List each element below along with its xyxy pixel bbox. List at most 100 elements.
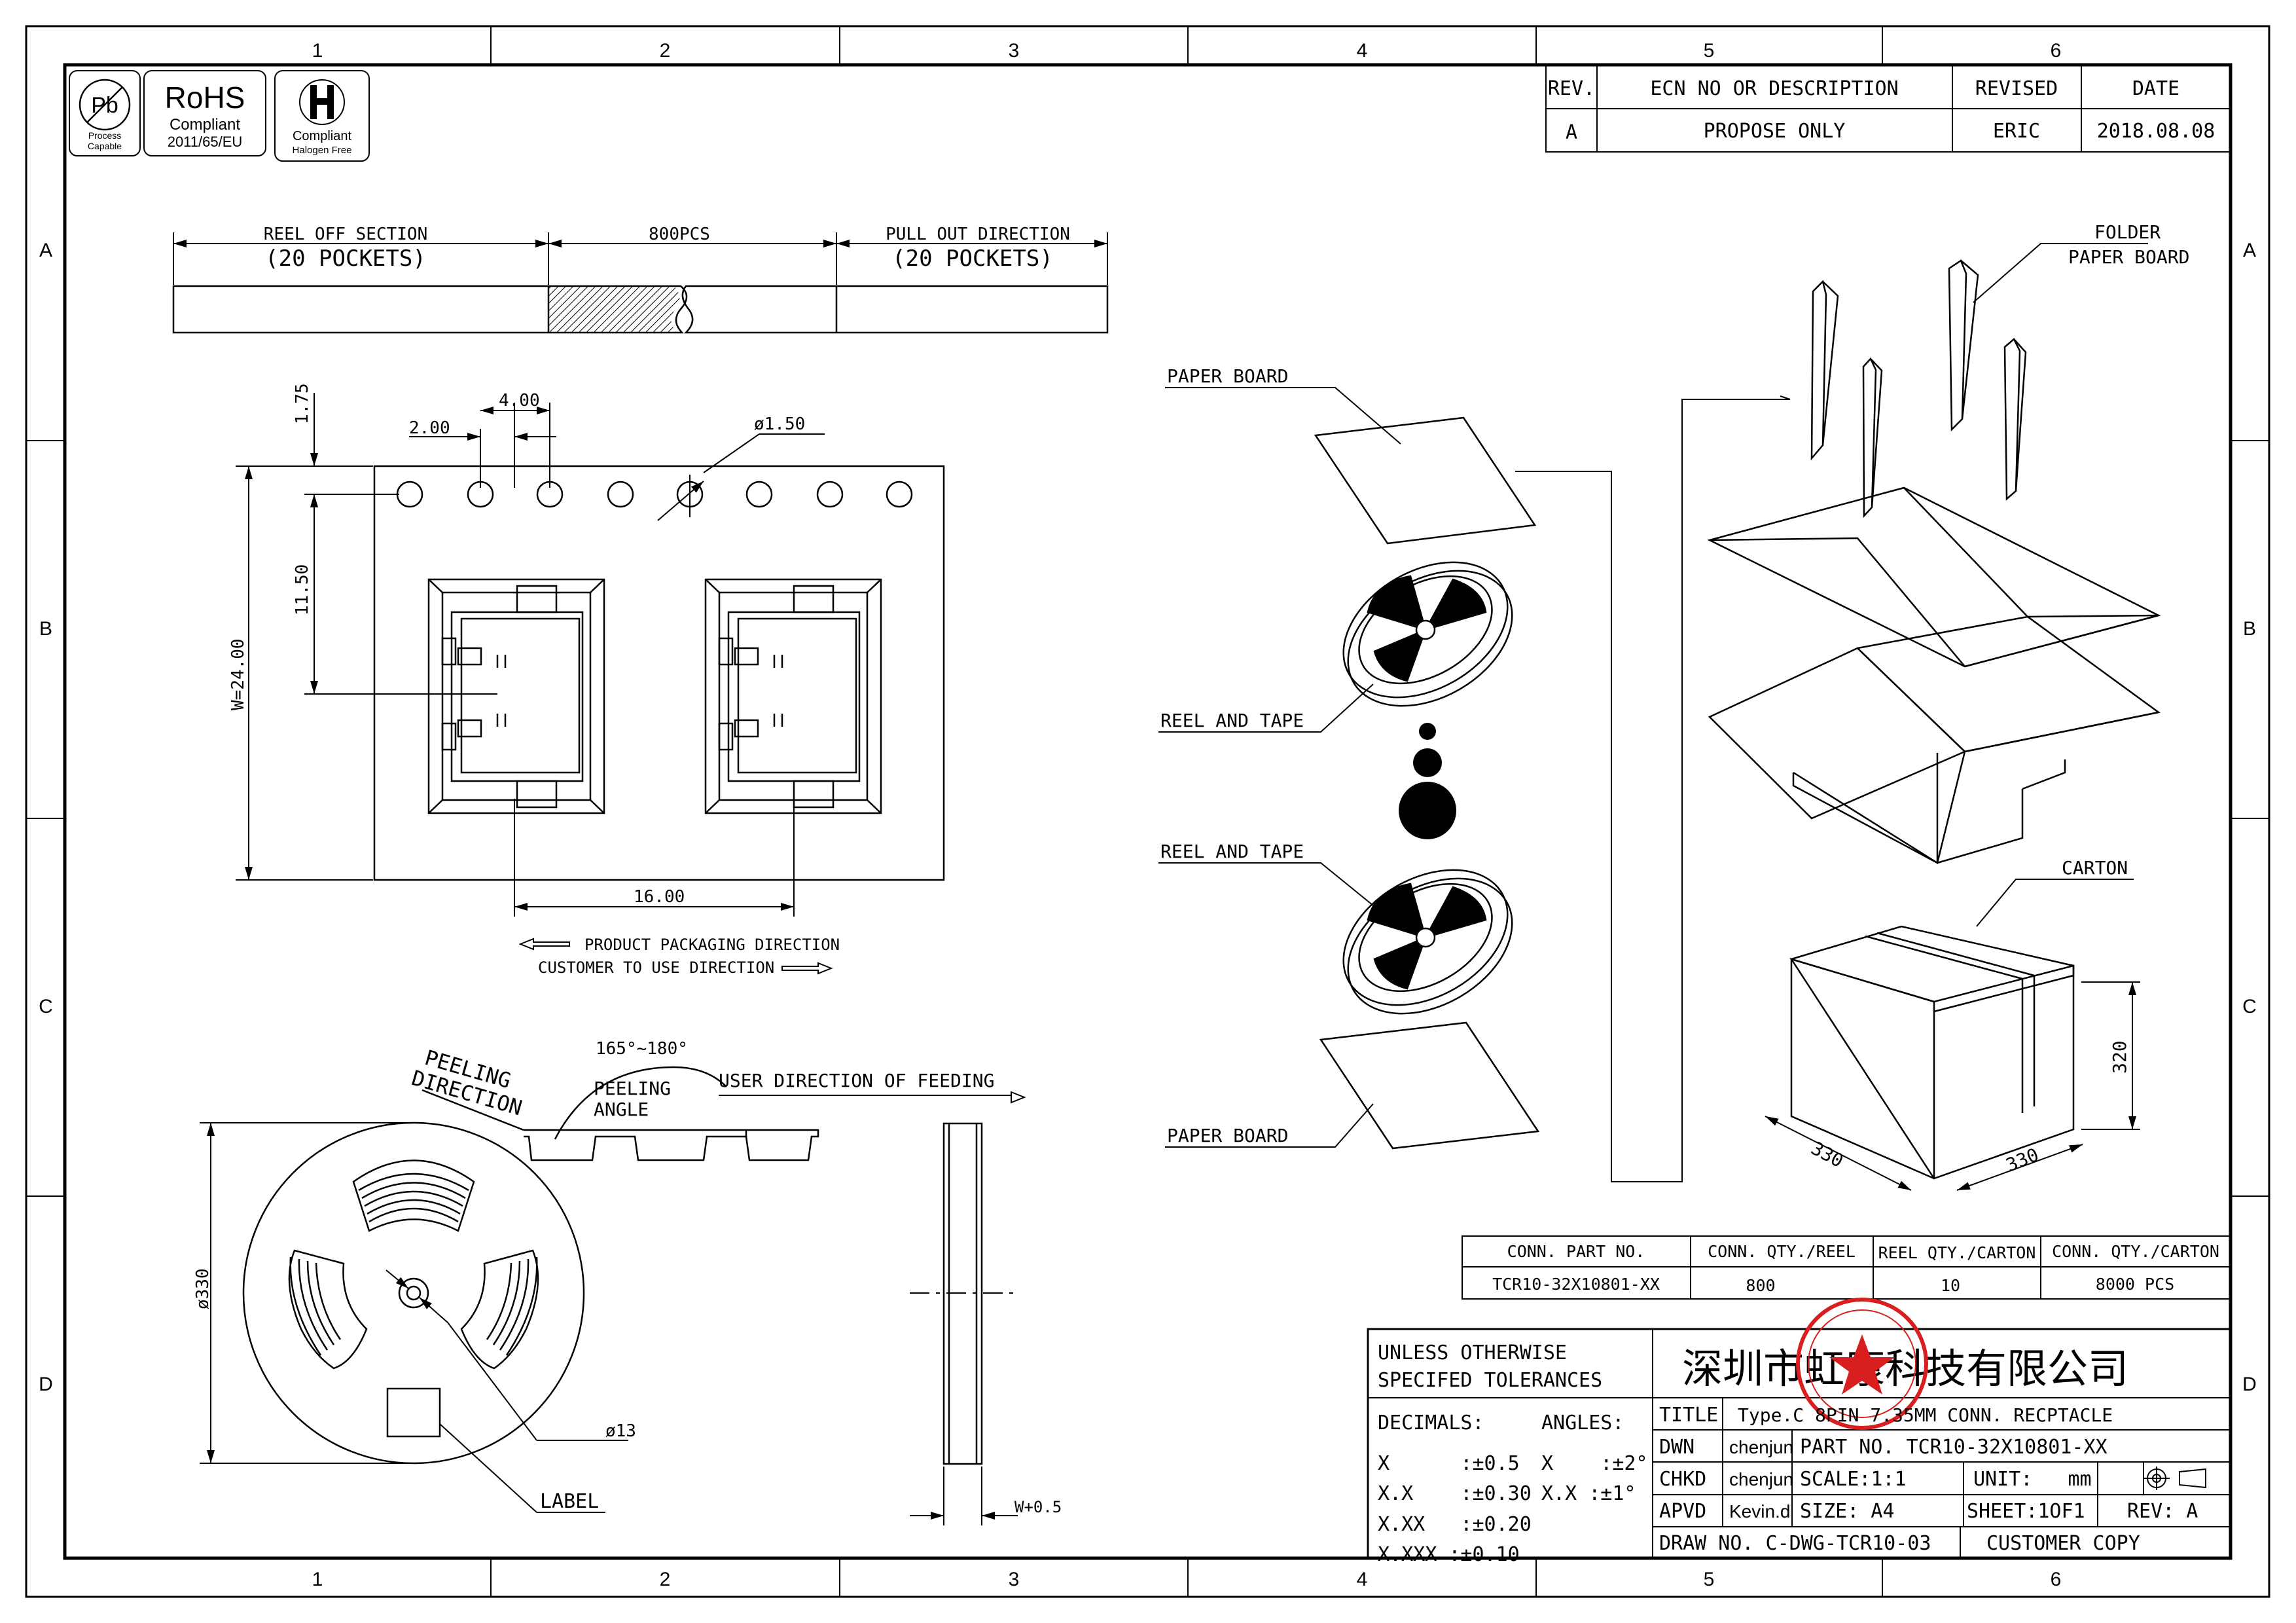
paper-board-bottom	[1319, 1021, 1540, 1150]
folder-label: FOLDER	[2094, 221, 2161, 243]
dim-330: ø330	[193, 1268, 213, 1309]
col-label-bottom: 3	[1009, 1569, 1020, 1590]
svg-text:Halogen Free: Halogen Free	[293, 145, 352, 156]
tol-x: X :±0.5	[1378, 1452, 1520, 1475]
rohs-logo: RoHS Compliant 2011/65/EU	[143, 70, 266, 156]
pull-out-label: PULL OUT DIRECTION	[886, 225, 1070, 244]
apvd-value: Kevin.d	[1729, 1501, 1790, 1522]
pocket-right	[704, 578, 882, 814]
carrier-tape-detail: 4.00 2.00 ø1.50 16.00 1.75 11.50 W=24.00…	[228, 383, 945, 977]
unit-value: UNIT: mm	[1973, 1468, 2092, 1491]
projection-icon	[2144, 1467, 2206, 1490]
row-label-left: A	[39, 240, 52, 261]
part-no: PART NO. TCR10-32X10801-XX	[1800, 1436, 2108, 1459]
size-value: SIZE: A4	[1800, 1500, 1895, 1523]
qty-carton-header: CONN. QTY./CARTON	[2052, 1242, 2219, 1261]
stack-dots	[1399, 723, 1456, 839]
qty-reel-value: 800	[1746, 1276, 1775, 1295]
col-label-bottom: 1	[312, 1569, 323, 1590]
svg-text:PRODUCT PACKAGING DIRECTION: PRODUCT PACKAGING DIRECTION	[584, 936, 840, 954]
qty-reel-header: CONN. QTY./REEL	[1708, 1242, 1856, 1261]
reel-carton-value: 10	[1941, 1276, 1960, 1295]
dim-330-right: 330	[2003, 1144, 2041, 1176]
svg-text:CUSTOMER TO USE DIRECTION: CUSTOMER TO USE DIRECTION	[538, 958, 774, 977]
col-label-top: 6	[2051, 40, 2062, 62]
compliance-logos: Pb Process Capable RoHS Compliant 2011/6…	[69, 70, 370, 162]
paper-board-bottom-label: PAPER BOARD	[1167, 1125, 1288, 1146]
col-label-top: 1	[312, 40, 323, 62]
svg-text:Capable: Capable	[88, 141, 122, 151]
reel-tape-label-1: REEL AND TAPE	[1160, 710, 1304, 731]
angle-label: 165°~180°	[596, 1039, 688, 1059]
qty-carton-value: 8000 PCS	[2096, 1275, 2174, 1294]
rev-value: REV: A	[2127, 1500, 2198, 1523]
company-stamp	[1796, 1298, 1928, 1430]
tol-xxxx: X.XXX :±0.10	[1378, 1543, 1520, 1566]
reel-side-view	[910, 1122, 1018, 1465]
sprocket-holes	[396, 481, 913, 508]
rev-value: A	[1566, 121, 1577, 144]
peeling-angle-2: ANGLE	[594, 1099, 649, 1120]
paper-board-top-label: PAPER BOARD	[1167, 365, 1288, 387]
reel-tape-label-2: REEL AND TAPE	[1160, 841, 1304, 862]
company-name: 深圳市虹康科技有限公司	[1682, 1345, 2128, 1393]
tol-xx: X.X :±0.30	[1378, 1482, 1532, 1505]
direction-notes: PRODUCT PACKAGING DIRECTION CUSTOMER TO …	[518, 936, 840, 977]
pb-logo: Pb Process Capable	[69, 70, 141, 156]
chkd-value: chenjun	[1729, 1469, 1793, 1489]
tolerance-line-2: SPECIFED TOLERANCES	[1378, 1369, 1602, 1392]
pocket-left	[427, 578, 605, 814]
paper-board-top	[1314, 416, 1537, 545]
peeling-detail: PEELING DIRECTION 165°~180° PEELING ANGL…	[409, 1039, 1026, 1161]
col-label-top: 2	[660, 40, 671, 62]
dim-width: W=24.00	[228, 638, 248, 710]
dim-4-00: 4.00	[499, 391, 540, 410]
svg-text:2011/65/EU: 2011/65/EU	[168, 134, 243, 150]
dwn-value: chenjun	[1729, 1437, 1793, 1457]
reel-off-pockets: (20 POCKETS)	[265, 246, 426, 272]
star-icon	[1829, 1334, 1895, 1395]
sheet-value: SHEET:1OF1	[1967, 1500, 2085, 1523]
user-direction: USER DIRECTION OF FEEDING	[719, 1070, 994, 1091]
rev-header: REV.	[1548, 77, 1595, 100]
chkd-label: CHKD	[1659, 1468, 1706, 1491]
zone-labels: 1 2 3 4 5 6 1 2 3 4 5 6 A B C D A B C D	[39, 40, 2257, 1590]
svg-text:Compliant: Compliant	[293, 129, 351, 143]
ang-x: X :±2°	[1541, 1452, 1648, 1475]
dim-13: ø13	[605, 1421, 636, 1441]
date-value: 2018.08.08	[2097, 120, 2215, 143]
col-label-bottom: 4	[1357, 1569, 1368, 1590]
ecn-value: PROPOSE ONLY	[1704, 120, 1846, 143]
closed-carton	[1789, 925, 2075, 1180]
revised-header: REVISED	[1975, 77, 2058, 100]
reel-off-label: REEL OFF SECTION	[264, 225, 427, 244]
arrow-right-icon	[1011, 1091, 1026, 1104]
col-label-bottom: 5	[1704, 1569, 1715, 1590]
reel-front-dims	[200, 1122, 628, 1513]
arrow-left-icon	[518, 938, 570, 951]
title-block: UNLESS OTHERWISE SPECIFED TOLERANCES DEC…	[1367, 1298, 2232, 1566]
part-no-header: CONN. PART NO.	[1507, 1242, 1645, 1261]
quantity-table: CONN. PART NO. CONN. QTY./REEL REEL QTY.…	[1462, 1235, 2231, 1300]
svg-text:RoHS: RoHS	[165, 81, 245, 115]
pull-out-pockets: (20 POCKETS)	[892, 246, 1053, 272]
tolerance-line-1: UNLESS OTHERWISE	[1378, 1341, 1567, 1364]
dwn-label: DWN	[1659, 1436, 1695, 1459]
arrow-right-icon	[781, 962, 833, 975]
ang-xx: X.X :±1°	[1541, 1482, 1636, 1505]
col-label-bottom: 6	[2051, 1569, 2062, 1590]
row-label-right: C	[2242, 996, 2257, 1017]
decimals-label: DECIMALS:	[1378, 1412, 1484, 1434]
row-label-right: A	[2243, 240, 2256, 261]
dim-2-00: 2.00	[409, 418, 450, 438]
label-callout: LABEL	[540, 1490, 599, 1513]
sheet-frame	[25, 25, 2270, 1598]
dim-16-00: 16.00	[634, 887, 685, 907]
folder-board-label: PAPER BOARD	[2068, 246, 2189, 268]
reel-carton-header: REEL QTY./CARTON	[1878, 1243, 2036, 1262]
peeling-angle-1: PEELING	[594, 1078, 671, 1099]
label-area	[386, 1387, 441, 1438]
scale-value: SCALE:1:1	[1800, 1468, 1907, 1491]
halogen-icon	[299, 79, 345, 125]
